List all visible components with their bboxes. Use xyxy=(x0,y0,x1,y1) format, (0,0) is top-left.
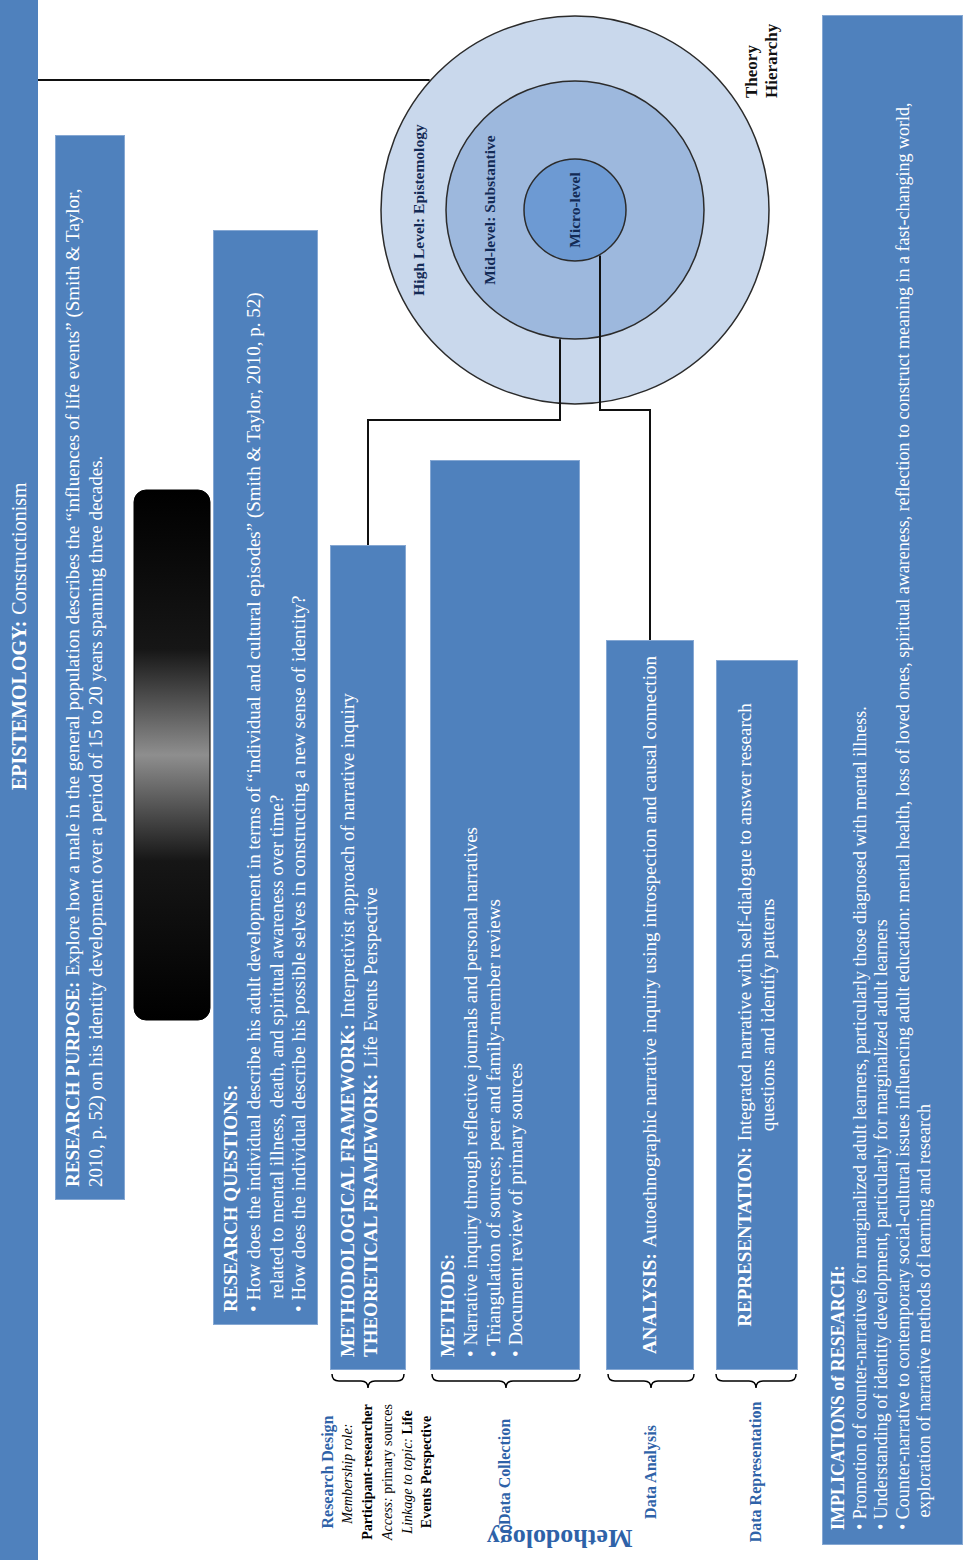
box-text: • Promotion of counter-narratives for ma… xyxy=(850,706,870,1530)
black-bar xyxy=(134,490,210,1020)
text-line: • Understanding of identity development,… xyxy=(871,30,893,1530)
bracket xyxy=(716,1374,796,1388)
box-text: Constructionism xyxy=(8,482,30,614)
purpose-box: RESEARCH PURPOSE:Explore how a male in t… xyxy=(55,135,125,1200)
text-line: Micro-level xyxy=(566,158,585,262)
label-group: Data Representation xyxy=(746,1392,765,1552)
box-text: • Understanding of identity development,… xyxy=(871,919,891,1530)
label-line: Participant-researcher xyxy=(357,1392,377,1552)
box-heading: IMPLICATIONS of RESEARCH: xyxy=(828,1265,848,1530)
label-group: Theory Hierarchy xyxy=(742,4,783,98)
methods-box: METHODS:• Narrative inquiry through refl… xyxy=(430,460,580,1370)
hierarchy-circle: Micro-level xyxy=(523,158,627,262)
design-note: Access: xyxy=(380,1497,395,1540)
level-label: Mid-level: Substantive xyxy=(481,135,498,284)
hierarchy-label: Theory Hierarchy xyxy=(742,24,781,98)
label-line: Membership role: xyxy=(337,1392,357,1552)
box-text: • Counter-narrative to contemporary soci… xyxy=(893,102,935,1530)
representation-box: REPRESENTATION: Integrated narrative with… xyxy=(716,660,798,1370)
box-heading: RESEARCH QUESTIONS: xyxy=(220,1084,241,1312)
box-heading: THEORETICAL FRAMEWORK: xyxy=(360,1074,381,1357)
circle-fill xyxy=(446,81,704,339)
text-line: RESEARCH QUESTIONS: xyxy=(220,243,243,1312)
bracket xyxy=(332,1374,404,1388)
text-line: • Counter-narrative to contemporary soci… xyxy=(893,30,936,1530)
text-line: THEORETICAL FRAMEWORK: Life Events Perspe… xyxy=(360,558,383,1357)
text-line: IMPLICATIONS of RESEARCH: xyxy=(828,30,850,1530)
text-line: • Promotion of counter-narratives for ma… xyxy=(850,30,872,1530)
box-heading: RESEARCH PURPOSE: xyxy=(62,982,83,1187)
design-note: primary sources xyxy=(380,1404,395,1494)
text-line: • Narrative inquiry through reflective j… xyxy=(460,473,483,1357)
text-line: REPRESENTATION: Integrated narrative with… xyxy=(734,673,780,1357)
circle-fill xyxy=(524,159,626,261)
box-text: • Triangulation of sources; peer and fam… xyxy=(483,899,504,1357)
box-heading: ANALYSIS: xyxy=(639,1253,660,1354)
framework-box: METHODOLOGICAL FRAMEWORK: Interpretivist … xyxy=(330,545,406,1370)
text-line: • How does the individual describe his a… xyxy=(243,243,289,1312)
label-line: Access: primary sources xyxy=(377,1392,397,1552)
box-text: Interpretivist approach of narrative inq… xyxy=(337,693,358,1018)
circle-fill xyxy=(381,16,769,404)
level-label: High Level: Epistemology xyxy=(410,124,427,295)
label-line: Linkage to topic:Life Events Perspective xyxy=(397,1392,437,1552)
box-text: Integrated narrative with self-dialogue … xyxy=(734,703,778,1141)
section-label: Data Collection xyxy=(496,1419,513,1525)
box-heading: METHODS: xyxy=(437,1254,458,1357)
section-label: Data Representation xyxy=(747,1402,764,1543)
questions-box: RESEARCH QUESTIONS:• How does the indivi… xyxy=(213,230,318,1325)
box-text: • How does the individual describe his p… xyxy=(288,596,309,1312)
box-heading: EPISTEMOLOGY: xyxy=(8,621,30,790)
text-line: • Triangulation of sources; peer and fam… xyxy=(483,473,506,1357)
label-group: Methodology xyxy=(330,1516,790,1560)
epistemology-band: EPISTEMOLOGY: Constructionism xyxy=(0,0,38,1560)
text-line: Mid-level: Substantive xyxy=(481,80,500,340)
box-text: • Narrative inquiry through reflective j… xyxy=(460,827,481,1357)
text-line: METHODS: xyxy=(437,473,460,1357)
hierarchy-circle: Mid-level: Substantive Micro-level xyxy=(445,80,705,340)
text-line: ANALYSIS: Autoethnographic narrative inqu… xyxy=(639,653,662,1357)
text-line: • Document review of primary sources xyxy=(505,473,528,1357)
box-text: Autoethnographic narrative inquiry using… xyxy=(639,656,660,1247)
box-heading: REPRESENTATION: xyxy=(734,1147,755,1327)
bracket xyxy=(432,1374,580,1388)
label-group: Research Design Membership role: Participa… xyxy=(318,1392,436,1552)
bracket xyxy=(608,1374,694,1388)
text-line: METHODOLOGICAL FRAMEWORK: Interpretivist … xyxy=(337,558,360,1357)
text-line: RESEARCH PURPOSE:Explore how a male in t… xyxy=(62,148,108,1187)
label-line: Research Design xyxy=(318,1392,337,1552)
design-note: Membership role: xyxy=(340,1424,355,1524)
text-line: High Level: Epistemology xyxy=(410,15,429,405)
implications-box: IMPLICATIONS of RESEARCH:• Promotion of … xyxy=(822,15,963,1545)
box-text: • How does the individual describe his a… xyxy=(243,293,287,1312)
text-line: • How does the individual describe his p… xyxy=(288,243,311,1312)
box-text: • Document review of primary sources xyxy=(505,1063,526,1357)
box-text: Life Events Perspective xyxy=(360,887,381,1067)
design-note: Linkage to topic: xyxy=(400,1438,415,1534)
connector-line xyxy=(38,79,430,81)
section-label: Data Analysis xyxy=(642,1425,659,1519)
label-group: Data Analysis xyxy=(641,1392,660,1552)
level-label: Micro-level xyxy=(566,172,583,247)
text-line: EPISTEMOLOGY: Constructionism xyxy=(0,0,38,1560)
section-title: Methodology xyxy=(487,1522,633,1553)
box-heading: METHODOLOGICAL FRAMEWORK: xyxy=(337,1024,358,1357)
section-label: Research Design xyxy=(319,1415,336,1528)
analysis-box: ANALYSIS: Autoethnographic narrative inqu… xyxy=(606,640,694,1370)
design-note: Participant-researcher xyxy=(360,1404,375,1540)
hierarchy-circle: High Level: Epistemology Mid-level: Subst… xyxy=(380,15,770,405)
